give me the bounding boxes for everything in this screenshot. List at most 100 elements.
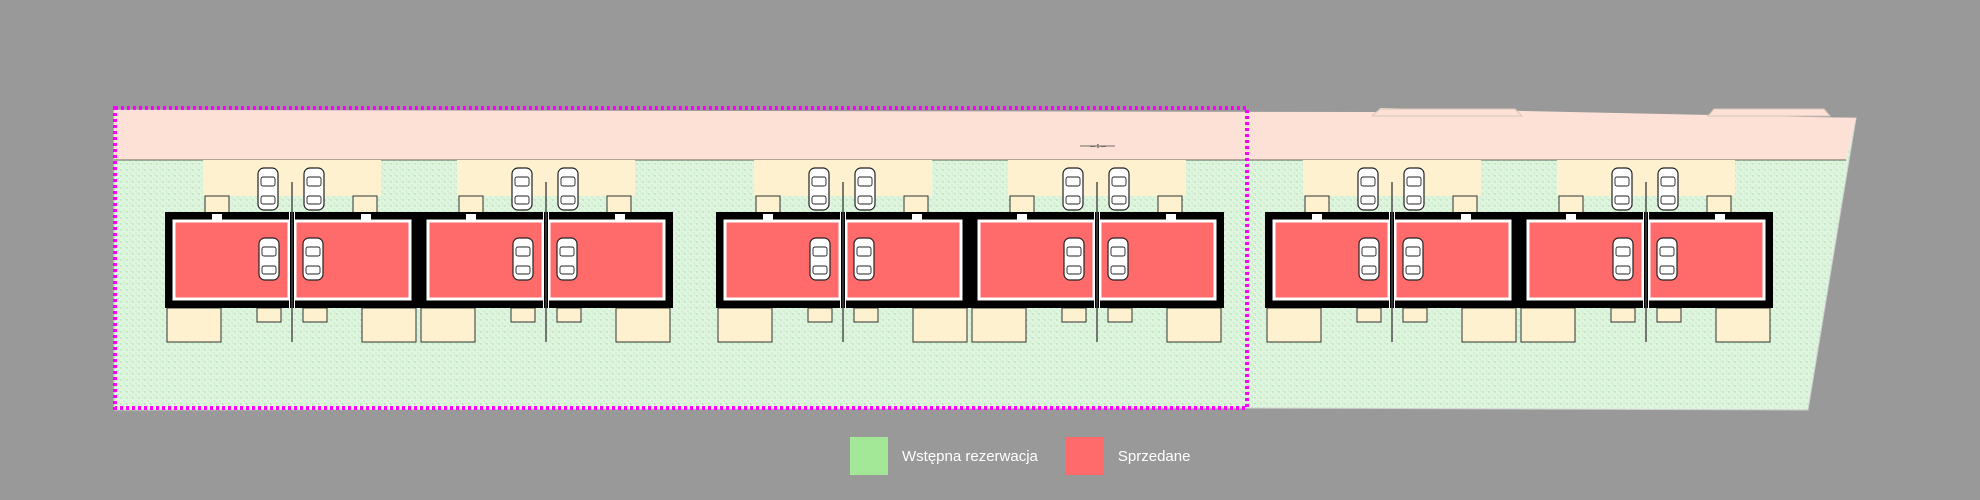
car-icon-5-3 (1358, 237, 1380, 281)
legend: Wstępna rezerwacja Sprzedane (850, 437, 1218, 475)
terrace-5-1 (1266, 307, 1322, 343)
unit-5-2[interactable] (1393, 219, 1512, 301)
window-2-2 (615, 214, 625, 220)
car-icon-5-4-rear-window (1405, 265, 1421, 275)
car-icon-1-2-rear-window (306, 195, 322, 205)
car-icon-1-2-window (306, 176, 322, 187)
car-icon-6-3-rear-window (1615, 265, 1631, 275)
car-icon-6-1-rear-window (1614, 195, 1630, 205)
car-icon-5-2-rear-window (1406, 195, 1422, 205)
car-icon-2-2 (557, 167, 579, 211)
terrace-5-2 (1461, 307, 1517, 343)
car-icon-2-1 (511, 167, 533, 211)
car-icon-3-2 (854, 167, 876, 211)
car-icon-6-4-rear-window (1659, 265, 1675, 275)
car-icon-3-2-window (857, 176, 873, 187)
legend-label-sold: Sprzedane (1117, 447, 1191, 465)
car-icon-5-4 (1402, 237, 1424, 281)
car-icon-2-4-rear-window (559, 265, 575, 275)
steps-3-1 (755, 195, 781, 215)
car-icon-3-4 (853, 237, 875, 281)
car-icon-5-3-rear-window (1361, 265, 1377, 275)
steps-4-2 (1157, 195, 1183, 215)
car-icon-4-3 (1063, 237, 1085, 281)
road-label: — 5 — (1090, 144, 1106, 150)
window-3-1 (763, 214, 773, 220)
car-icon-1-2 (303, 167, 325, 211)
car-icon-6-4-window (1659, 246, 1675, 257)
car-icon-2-4-window (559, 246, 575, 257)
window-1-1 (212, 214, 222, 220)
car-icon-5-2 (1403, 167, 1425, 211)
car-icon-3-4-window (856, 246, 872, 257)
terrace-3-2 (912, 307, 968, 343)
car-icon-2-2-window (560, 176, 576, 187)
porch-5-2 (1402, 307, 1428, 323)
window-1-2 (361, 214, 371, 220)
car-icon-3-1 (808, 167, 830, 211)
car-icon-6-2-window (1660, 176, 1676, 187)
car-icon-5-1 (1357, 167, 1379, 211)
car-icon-2-1-rear-window (514, 195, 530, 205)
car-icon-3-3-rear-window (812, 265, 828, 275)
car-icon-2-3-rear-window (515, 265, 531, 275)
porch-2-2 (556, 307, 582, 323)
window-5-2 (1461, 214, 1471, 220)
legend-swatch-sold (1065, 437, 1104, 475)
car-icon-1-4 (302, 237, 324, 281)
car-icon-1-1-rear-window (260, 195, 276, 205)
car-icon-5-1-window (1360, 176, 1376, 187)
porch-6-1 (1610, 307, 1636, 323)
car-icon-2-2-rear-window (560, 195, 576, 205)
car-icon-1-3 (258, 237, 280, 281)
car-icon-3-1-window (811, 176, 827, 187)
terrace-1-1 (166, 307, 222, 343)
window-4-1 (1017, 214, 1027, 220)
steps-3-2 (903, 195, 929, 215)
terrace-1-2 (361, 307, 417, 343)
legend-item-reservation: Wstępna rezerwacja (850, 437, 1038, 475)
steps-1-1 (204, 195, 230, 215)
car-icon-6-2 (1657, 167, 1679, 211)
car-icon-4-4-rear-window (1110, 265, 1126, 275)
car-icon-6-4 (1656, 237, 1678, 281)
car-icon-3-3 (809, 237, 831, 281)
access-road (114, 108, 1856, 160)
porch-3-2 (853, 307, 879, 323)
terrace-3-1 (717, 307, 773, 343)
car-icon-1-4-window (305, 246, 321, 257)
car-icon-1-1 (257, 167, 279, 211)
car-icon-4-3-window (1066, 246, 1082, 257)
car-icon-3-1-rear-window (811, 195, 827, 205)
car-icon-4-4-window (1110, 246, 1126, 257)
car-icon-1-1-window (260, 176, 276, 187)
porch-3-1 (807, 307, 833, 323)
window-4-2 (1166, 214, 1176, 220)
steps-1-2 (352, 195, 378, 215)
porch-6-2 (1656, 307, 1682, 323)
car-icon-5-2-window (1406, 176, 1422, 187)
car-icon-4-3-rear-window (1066, 265, 1082, 275)
car-icon-4-1-window (1065, 176, 1081, 187)
car-icon-1-4-rear-window (305, 265, 321, 275)
car-icon-6-3 (1612, 237, 1634, 281)
steps-5-1 (1304, 195, 1330, 215)
car-icon-6-2-rear-window (1660, 195, 1676, 205)
car-icon-5-4-window (1405, 246, 1421, 257)
car-icon-6-3-window (1615, 246, 1631, 257)
car-icon-4-1-rear-window (1065, 195, 1081, 205)
steps-6-1 (1558, 195, 1584, 215)
terrace-2-1 (420, 307, 476, 343)
porch-5-1 (1356, 307, 1382, 323)
window-2-1 (466, 214, 476, 220)
car-icon-4-4 (1107, 237, 1129, 281)
legend-item-sold: Sprzedane (1065, 437, 1191, 475)
car-icon-4-2 (1108, 167, 1130, 211)
terrace-4-2 (1166, 307, 1222, 343)
car-icon-4-2-rear-window (1111, 195, 1127, 205)
selection-outline (113, 106, 1249, 410)
terrace-6-2 (1715, 307, 1771, 343)
car-icon-2-1-window (514, 176, 530, 187)
car-icon-2-3 (512, 237, 534, 281)
